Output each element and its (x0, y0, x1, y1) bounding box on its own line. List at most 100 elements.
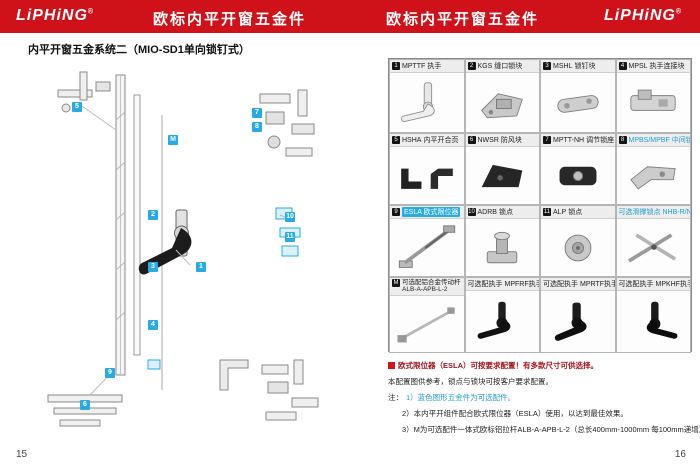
product-name: 锁点 (568, 209, 583, 216)
product-photo (390, 147, 464, 204)
product-code: MPTT-NH (553, 136, 585, 144)
product-label: 4 MPSL 执手连接块 (616, 60, 690, 73)
red-square-icon (388, 362, 395, 369)
product-photo (465, 73, 539, 132)
drive-rod-photo (397, 307, 455, 343)
stay-lock-photo (628, 232, 677, 263)
product-photo (616, 219, 690, 276)
brand-logo-right: LiPHiNG® (604, 7, 682, 25)
product-cell-mprtf: 可选配执手 MPRTF执手 (540, 277, 616, 353)
product-photo (541, 147, 615, 204)
product-name: 可选配执手 (467, 281, 503, 288)
product-cell-mpttf: 1 MPTTF 执手 (389, 59, 465, 133)
product-photo (541, 219, 615, 276)
product-name: 锁点 (498, 209, 513, 216)
product-code: MPKHF执手 (655, 281, 691, 288)
note-text: 3）M为可选配件一体式欧标铝拉杆ALB-A-APB-L-2（总长400mm-10… (402, 425, 700, 434)
diagram-callout: 10 (285, 212, 295, 222)
product-cell-mshl: 3 MSHL 锁钉块 (540, 59, 616, 133)
diagram-callout: 4 (148, 320, 158, 330)
product-name: 执手连接块 (649, 63, 685, 70)
note-esla: 欧式限位器（ESLA）可按要求配置！有多款尺寸可供选择。 (388, 360, 694, 371)
product-name: 内平开合页 (423, 137, 459, 144)
product-label: 5 HSHA 内平开合页 (390, 134, 464, 147)
header-title-right: 欧标内平开窗五金件 (386, 11, 540, 28)
restrictor-photo (398, 224, 455, 268)
product-code: MPBS/MPBF (628, 136, 670, 144)
product-photo (390, 219, 464, 276)
product-code: MSHL (553, 62, 573, 70)
note-text: 2）本内平开组件配合欧式限位器（ESLA）使用，以达到最佳效果。 (402, 409, 628, 418)
item-number-badge: 4 (618, 62, 627, 70)
handle-photo (400, 81, 435, 122)
product-code: ALB-A-APB-L-2 (402, 286, 448, 294)
product-name: 中间锁扣(左/右) (671, 137, 690, 144)
product-cell-esla: 9 ESLA 欧式限位器 (389, 205, 465, 277)
product-name: 调节锁座 (586, 137, 615, 144)
product-cell-adrb: 10 ADRB 锁点 (464, 205, 540, 277)
product-cell-mpkhf: 可选配执手 MPKHF执手 (615, 277, 691, 353)
product-cell-hsha: 5 HSHA 内平开合页 (389, 133, 465, 205)
lock-block-photo (481, 92, 524, 118)
note-text: 欧式限位器（ESLA）可按要求配置！有多款尺寸可供选择。 (398, 361, 599, 370)
product-banner: ESLA 欧式限位器 (402, 207, 461, 217)
item-number-badge: 11 (543, 208, 551, 216)
product-code: ADRB (477, 208, 497, 216)
product-code: ESLA (404, 209, 422, 216)
product-label: 2 KGS 缝口锁块 (465, 60, 539, 73)
note-rod-length: 3）M为可选配件一体式欧标铝拉杆ALB-A-APB-L-2（总长400mm-10… (388, 424, 700, 435)
product-photo (465, 291, 539, 352)
lock-pin-photo (557, 94, 599, 113)
item-number-badge: 10 (467, 208, 476, 216)
product-cell-nhb: 可选滑撑锁点 NHB-R/NHB-L (615, 205, 691, 277)
product-name: 执手 (427, 63, 442, 70)
product-photo (616, 73, 690, 132)
page-number-right: 16 (674, 449, 686, 460)
product-cell-nwsr: 6 NWSR 防风块 (464, 133, 540, 205)
registered-mark-icon: ® (87, 8, 95, 16)
product-grid: 1 MPTTF 执手 2 KGS 缝口锁块 3 MSHL 锁钉块 4 MPS (388, 58, 692, 353)
product-code: NWSR (477, 136, 499, 144)
product-code: ALP (553, 208, 567, 216)
brand-logo-text: LiPHiNG (16, 7, 88, 24)
note-prefix: 注： (388, 393, 403, 402)
product-code: KGS (477, 62, 493, 70)
product-cell-mpsl: 4 MPSL 执手连接块 (615, 59, 691, 133)
registered-mark-icon: ® (675, 8, 682, 16)
black-handle-photo (554, 302, 587, 341)
product-code: HSHA (402, 136, 422, 144)
lock-point-photo (487, 231, 518, 263)
product-label: 1 MPTTF 执手 (390, 60, 464, 73)
product-code: MPSL (628, 62, 648, 70)
product-cell-alp: 11 ALP 锁点 (540, 205, 616, 277)
product-label: M 可选配铝合金传动杆 ALB-A-APB-L-2 (390, 278, 464, 296)
product-name: 缝口锁块 (494, 63, 523, 70)
product-cell-mptt-nh: 7 MPTT-NH 调节锁座 (540, 133, 616, 205)
diagram-callout: 2 (148, 210, 158, 220)
diagram-callout: M (168, 135, 178, 145)
product-label: 10 ADRB 锁点 (465, 206, 539, 219)
wind-block-photo (481, 164, 523, 187)
black-handle-photo (477, 301, 511, 339)
product-label: 11 ALP 锁点 (541, 206, 615, 219)
assembly-diagram: 5 M 7 8 2 10 11 1 3 4 9 6 (30, 60, 370, 452)
product-photo (465, 147, 539, 204)
product-name: 可选配执手 (543, 281, 578, 288)
item-number-badge: 3 (543, 62, 551, 70)
product-cell-mpfrf: 可选配执手 MPFRF执手 (464, 277, 540, 353)
left-page-title: 内平开窗五金系统二（MIO-SD1单向锁钉式） (28, 44, 250, 56)
item-number-badge: 8 (618, 136, 627, 144)
product-photo (465, 219, 539, 276)
product-label: 3 MSHL 锁钉块 (541, 60, 615, 73)
diagram-callout: 9 (105, 368, 115, 378)
diagram-callout: 8 (252, 122, 262, 132)
product-photo (390, 73, 464, 132)
round-lock-point-photo (564, 234, 592, 261)
assembly-diagram-drawing (47, 71, 319, 427)
product-cell-mpbs-mpbf: 8 MPBS/MPBF 中间锁扣(左/右) (615, 133, 691, 205)
product-code: NHB-R/NHB-L (662, 208, 691, 216)
black-handle-photo (647, 301, 678, 339)
note-text: 本配置图供参考，锁点与锁块可按客户要求配置。 (388, 377, 553, 386)
product-photo (541, 291, 615, 352)
adjustable-keeper-photo (559, 166, 597, 185)
